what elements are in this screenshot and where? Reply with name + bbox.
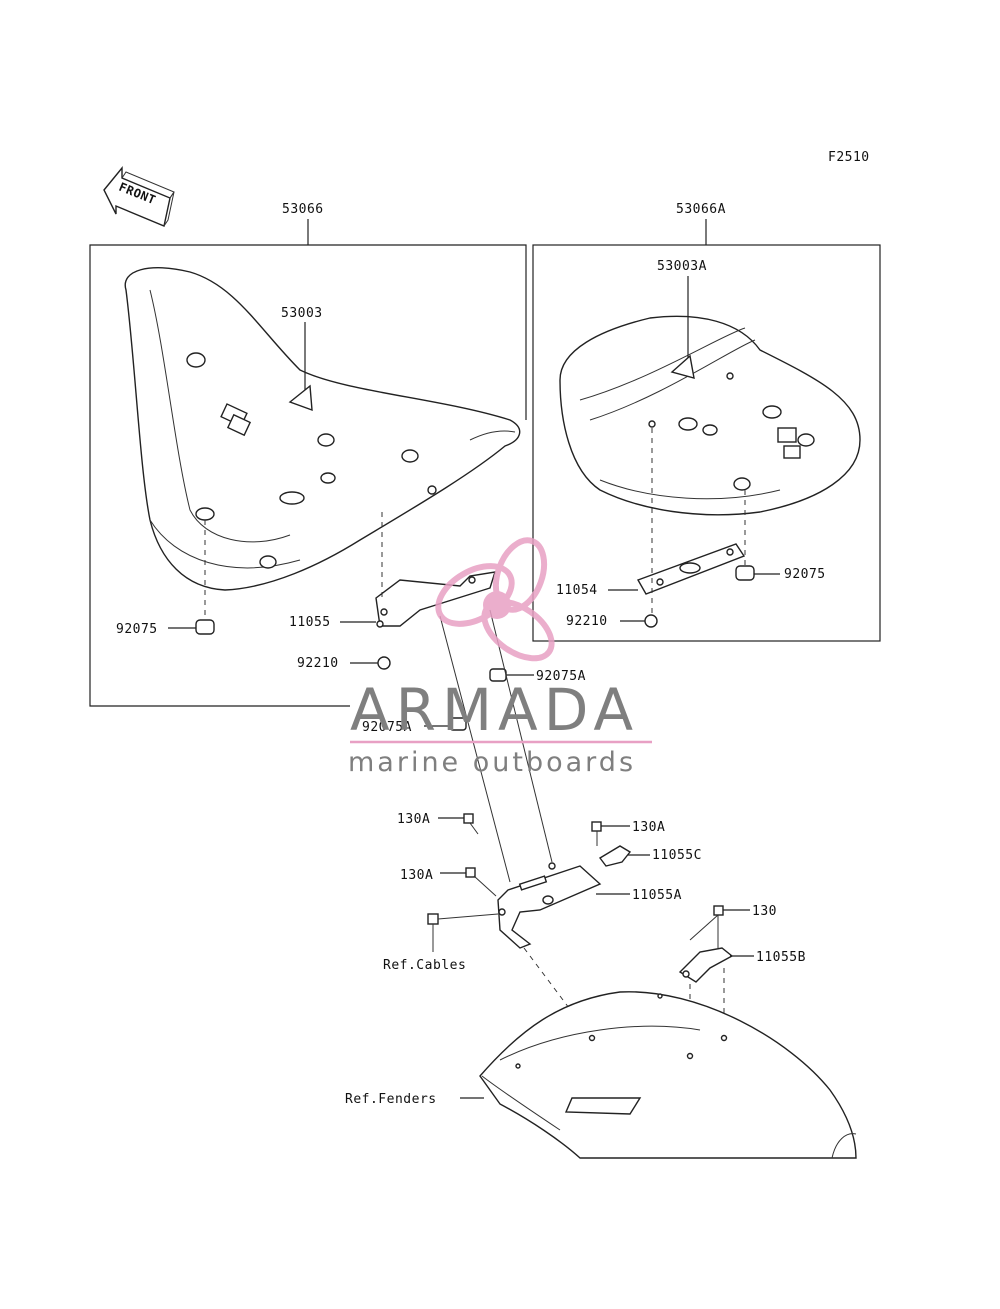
watermark-brand: ARMADA (350, 676, 639, 744)
rear-seat-group-box (532, 244, 881, 642)
label-seat-rear: 53066A (676, 202, 726, 217)
label-ref-fenders: Ref.Fenders (345, 1092, 437, 1107)
label-bracket-main: 11055A (632, 888, 682, 903)
rear-fender (479, 991, 857, 1159)
label-nut-rear: 92210 (566, 614, 608, 629)
label-damper-front: 92075 (116, 622, 158, 637)
watermark-tagline: marine outboards (348, 747, 636, 778)
label-damper-a-2: 92075A (362, 720, 412, 735)
label-damper-a-1: 92075A (536, 669, 586, 684)
damper-rear (735, 565, 755, 581)
label-nut-front: 92210 (297, 656, 339, 671)
cable-clamp (427, 913, 499, 952)
front-seat (124, 266, 521, 591)
label-bolt-a-2: 130A (632, 820, 665, 835)
bolt-a-1 (463, 813, 479, 835)
rear-seat (559, 315, 861, 516)
label-bracket-small: 11055C (652, 848, 702, 863)
label-front-seat-sticker: 53003 (281, 306, 323, 321)
bolt-a-2 (591, 821, 602, 846)
bolt-130 (713, 905, 724, 916)
front-arrow-icon: FRONT (103, 166, 175, 227)
label-damper-rear: 92075 (784, 567, 826, 582)
label-rear-seat-sticker: 53003A (657, 259, 707, 274)
label-bolt-a-3: 130A (400, 868, 433, 883)
label-bracket-front-seat: 11055 (289, 615, 331, 630)
bracket-11055 (375, 571, 497, 627)
bolt-a-3 (465, 867, 497, 897)
label-ref-cables: Ref.Cables (383, 958, 466, 973)
label-bracket-rear-seat: 11054 (556, 583, 598, 598)
label-bolt: 130 (752, 904, 777, 919)
damper-front (195, 619, 215, 635)
front-seat-sticker (288, 384, 313, 412)
nut-front (377, 656, 391, 670)
bracket-11055c (598, 845, 632, 867)
figure-code: F2510 (828, 150, 870, 165)
nut-rear (644, 614, 658, 628)
damper-a-2 (449, 717, 467, 731)
bracket-11055a (497, 862, 602, 949)
watermark-propeller-icon (435, 537, 555, 662)
label-bolt-a-1: 130A (397, 812, 430, 827)
label-seat-front: 53066 (282, 202, 324, 217)
rear-seat-sticker (670, 354, 695, 379)
front-seat-group-box (89, 244, 527, 707)
label-bracket-fender: 11055B (756, 950, 806, 965)
